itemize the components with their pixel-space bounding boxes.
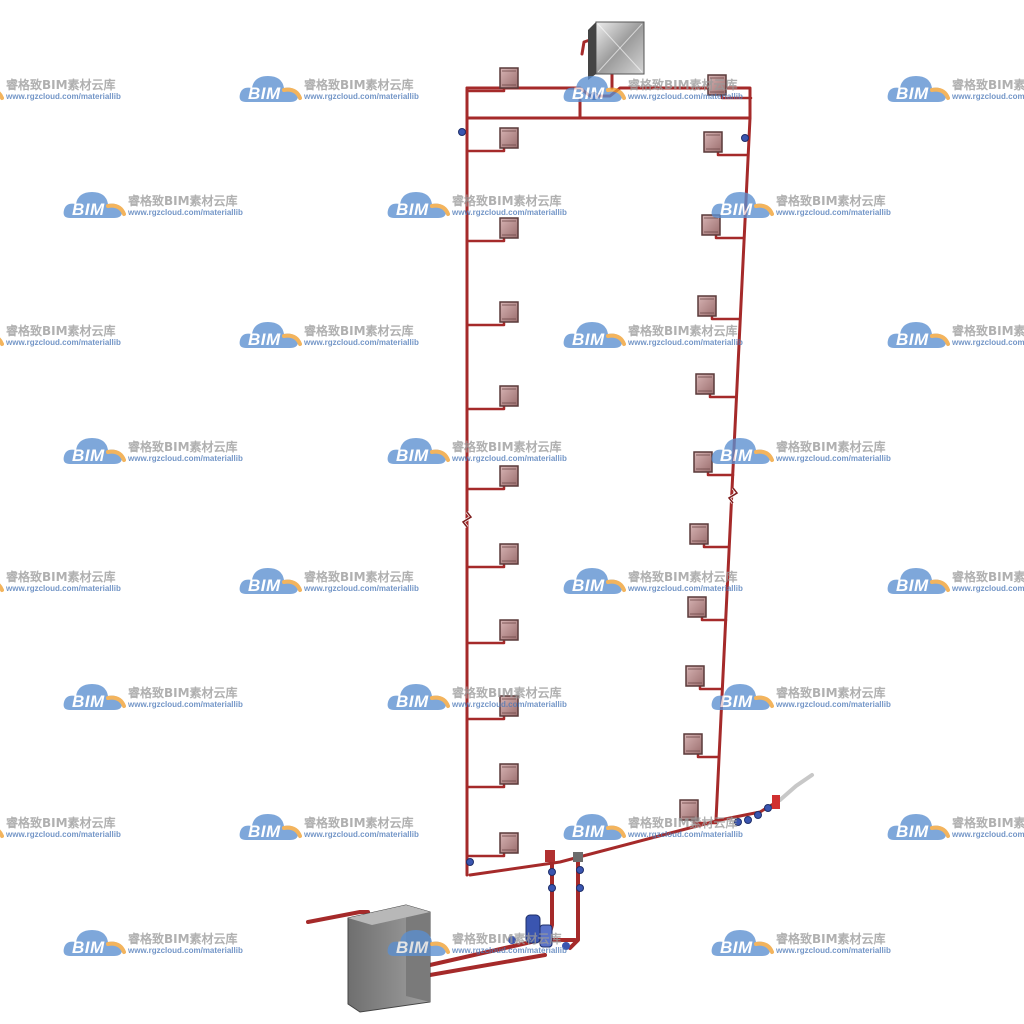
radiator-icon — [499, 763, 519, 785]
check-valve-icon — [545, 850, 555, 862]
radiator-branch-pipe — [706, 470, 735, 477]
radiator-icon — [499, 67, 519, 89]
valve-icon — [764, 804, 772, 812]
heat-source-box-top — [348, 905, 430, 925]
radiator-icon — [499, 301, 519, 323]
radiator-icon — [499, 217, 519, 239]
radiator-icon — [695, 373, 715, 395]
radiator-icon — [683, 733, 703, 755]
radiator-branch-pipe — [696, 752, 721, 759]
expansion-joint-icon — [727, 487, 739, 504]
valve-icon — [508, 936, 516, 944]
radiator-branch-pipe — [465, 562, 506, 569]
radiator-icon — [499, 127, 519, 149]
radiator-icon — [685, 665, 705, 687]
radiator-branch-pipe — [692, 818, 718, 825]
radiator-branch-pipe — [465, 236, 506, 243]
radiator-icon — [697, 295, 717, 317]
outlet-pipe — [718, 773, 814, 822]
radiator-branch-pipe — [465, 86, 506, 93]
outlet-steel-pipe — [778, 773, 814, 802]
valve-icon — [754, 811, 762, 819]
radiator-branch-pipe — [702, 542, 731, 549]
bottom-main-pipe — [468, 818, 722, 877]
radiator-branch-pipe — [700, 615, 728, 622]
radiator-group — [499, 67, 727, 854]
circulation-pump-icon — [525, 914, 541, 944]
radiator-icon — [679, 799, 699, 821]
radiator-branch-pipe — [465, 320, 506, 327]
radiator-branch-pipe — [465, 484, 506, 491]
radiator-branch-pipe — [710, 314, 742, 321]
valve-icon — [576, 884, 584, 892]
radiator-icon — [689, 523, 709, 545]
valve-icon — [458, 128, 466, 136]
filter-icon — [573, 852, 583, 862]
radiator-branch-pipe — [465, 782, 506, 789]
valve-icon — [741, 134, 749, 142]
radiator-branch-pipe — [465, 714, 506, 721]
expansion-joint-icon — [461, 511, 473, 528]
radiator-branch-pipe — [714, 233, 746, 240]
heat-source-box-side — [406, 905, 430, 1002]
outlet-valve-icon — [772, 795, 780, 809]
valve-icon — [548, 868, 556, 876]
expansion-tank-highlight — [597, 23, 643, 73]
radiator-branch-pipe — [716, 150, 750, 157]
valve-icon — [744, 816, 752, 824]
radiator-icon — [499, 465, 519, 487]
radiator-branch-pipe — [720, 93, 753, 100]
radiator-icon — [703, 131, 723, 153]
valve-icon — [590, 92, 598, 100]
radiator-icon — [499, 543, 519, 565]
box-return-pipe — [428, 953, 547, 977]
expansion-tank-side — [588, 22, 596, 80]
radiator-icon — [499, 695, 519, 717]
right-riser-pipe — [714, 116, 752, 822]
radiator-branch-pipe — [708, 392, 738, 399]
radiator-branch-pipe — [465, 638, 506, 645]
radiator-icon — [499, 832, 519, 854]
fitting-group — [347, 21, 780, 1013]
radiator-icon — [687, 596, 707, 618]
radiator-icon — [499, 385, 519, 407]
valve-icon — [576, 866, 584, 874]
valve-icon — [548, 884, 556, 892]
radiator-branch-pipe — [465, 404, 506, 411]
valve-icon — [734, 818, 742, 826]
radiator-branch-pipe — [465, 146, 506, 153]
circulation-pump-icon — [539, 924, 553, 948]
pipe-group — [306, 36, 814, 977]
radiator-branch-pipe — [465, 851, 506, 858]
radiator-icon — [499, 619, 519, 641]
valve-icon — [562, 942, 570, 950]
valve-icon — [466, 858, 474, 866]
radiator-icon — [701, 214, 721, 236]
radiator-icon — [707, 74, 727, 96]
